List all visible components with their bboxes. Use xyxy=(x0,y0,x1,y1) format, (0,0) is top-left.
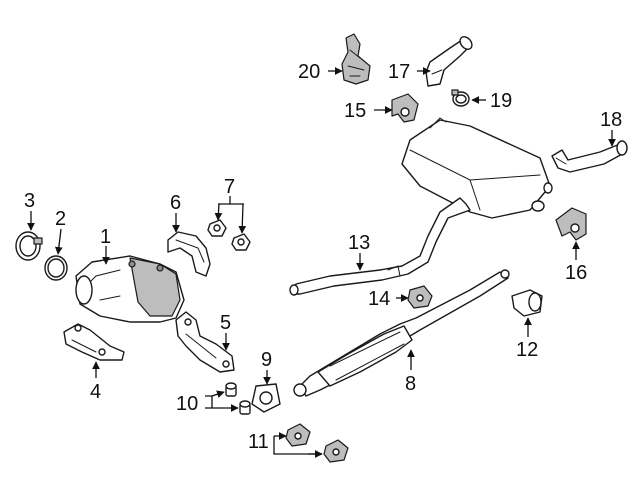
part-10-nuts[interactable] xyxy=(225,382,251,415)
leader-11-bar xyxy=(273,436,320,455)
part-2-gasket[interactable] xyxy=(44,255,68,281)
callout-6: 6 xyxy=(170,192,181,214)
part-13-muffler-assembly[interactable] xyxy=(289,117,553,296)
leader-2 xyxy=(54,228,63,255)
callout-1: 1 xyxy=(100,226,111,248)
part-5-bracket[interactable] xyxy=(175,311,235,373)
callout-labels: 3 2 1 4 6 7 5 9 10 11 8 12 13 14 15 16 1… xyxy=(24,61,622,453)
leader-7-bar xyxy=(218,196,244,205)
part-4-bracket[interactable] xyxy=(63,323,125,361)
part-14-insulator[interactable] xyxy=(407,285,433,309)
callout-4: 4 xyxy=(90,381,101,403)
callout-9: 9 xyxy=(261,349,272,371)
part-3-clamp[interactable] xyxy=(15,231,43,261)
callout-3: 3 xyxy=(24,190,35,212)
callout-17: 17 xyxy=(388,61,410,83)
callout-11: 11 xyxy=(248,431,269,453)
callout-20: 20 xyxy=(298,61,320,83)
leader-7a xyxy=(214,203,223,221)
callout-8: 8 xyxy=(405,373,416,395)
callout-13: 13 xyxy=(348,232,370,254)
part-17-pipe[interactable] xyxy=(425,34,474,87)
callout-12: 12 xyxy=(516,339,538,361)
callout-10: 10 xyxy=(176,393,198,415)
leader-7b xyxy=(238,203,247,234)
part-19-clamp[interactable] xyxy=(451,89,470,107)
callout-2: 2 xyxy=(55,208,66,230)
part-11-insulators[interactable] xyxy=(285,423,349,463)
callout-16: 16 xyxy=(565,262,587,284)
part-12-clamp[interactable] xyxy=(511,289,543,317)
part-7-nuts[interactable] xyxy=(207,219,251,251)
callout-18: 18 xyxy=(600,109,622,131)
part-20-heat-shield[interactable] xyxy=(341,33,371,85)
callout-15: 15 xyxy=(344,100,366,122)
callout-14: 14 xyxy=(368,288,390,310)
callout-7: 7 xyxy=(224,176,235,198)
leader-lines xyxy=(27,67,616,458)
part-8-resonator[interactable] xyxy=(293,269,510,397)
leader-10-bar xyxy=(205,395,213,409)
callout-19: 19 xyxy=(490,90,512,112)
part-16-hanger[interactable] xyxy=(555,207,587,241)
part-6-heat-shield[interactable] xyxy=(167,231,211,277)
leader-10a xyxy=(211,390,225,398)
callout-5: 5 xyxy=(220,312,231,334)
part-9-gasket[interactable] xyxy=(251,383,281,413)
part-18-tailpipe[interactable] xyxy=(551,140,628,173)
part-1-converter[interactable] xyxy=(75,255,185,323)
part-15-hanger[interactable] xyxy=(391,93,419,123)
